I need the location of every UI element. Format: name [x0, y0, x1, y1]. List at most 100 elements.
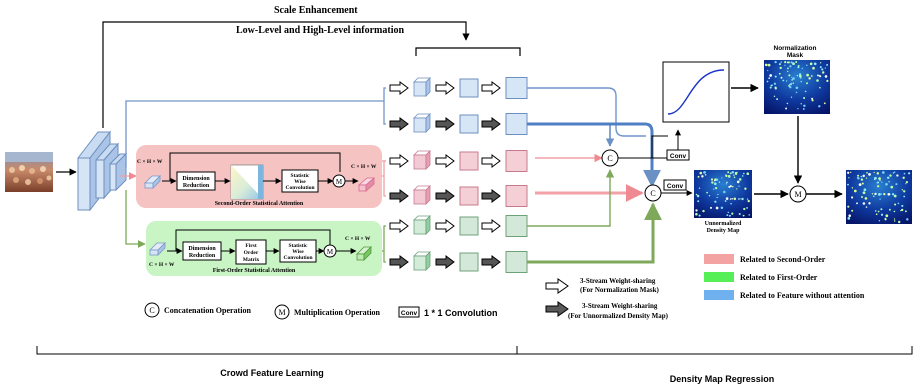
sigmoid-plot	[662, 61, 730, 123]
density-dot	[864, 197, 868, 200]
density-dot	[873, 195, 875, 198]
first-order-convolution-label: Convolution	[283, 255, 312, 261]
density-dot	[782, 79, 785, 82]
density-dot	[716, 196, 718, 199]
first-order-matrix-label: Matrix	[243, 257, 260, 263]
density-dot	[895, 183, 898, 186]
density-dot	[878, 177, 881, 180]
first-order-panel: C × H × W Dimension Reduction First Orde…	[146, 221, 382, 276]
density-dot	[901, 189, 903, 191]
density-dot	[727, 211, 730, 214]
density-dot	[695, 193, 698, 196]
density-dot	[885, 182, 888, 186]
blue-mask-cube	[413, 81, 427, 97]
density-dot	[819, 86, 821, 89]
second-order-panel: C × H × W Dimension Reduction Statistic …	[136, 145, 382, 208]
blue-density-cube	[413, 117, 427, 133]
density-dot	[819, 66, 822, 69]
density-dot	[857, 174, 860, 177]
density-dot	[731, 171, 735, 174]
normalization-mask-label-1: Normalization	[774, 45, 817, 52]
density-dot	[874, 192, 877, 196]
density-dot	[803, 104, 806, 108]
density-dot	[871, 193, 874, 195]
first-order-input-label: C × H × W	[149, 262, 175, 268]
density-dot	[778, 63, 781, 66]
density-dot	[879, 198, 881, 200]
density-dot	[789, 65, 792, 68]
density-dot	[853, 189, 857, 193]
green-mask-block-2	[505, 215, 528, 237]
density-dot	[848, 177, 850, 179]
mult-legend-icon	[274, 304, 290, 320]
density-dot	[710, 178, 714, 181]
density-dot	[792, 82, 794, 84]
final-density-map-image	[846, 170, 912, 224]
density-dot	[789, 84, 791, 86]
density-dot	[886, 176, 890, 180]
scale-enhancement-arrow	[102, 21, 470, 128]
first-order-caption: First-Order Statistical Attention	[213, 268, 296, 274]
second-order-convolution-label: Convolution	[285, 185, 314, 191]
blue-density-arrow-2	[435, 117, 455, 131]
density-dot	[713, 182, 717, 186]
density-dot	[748, 214, 750, 216]
density-dot	[902, 176, 905, 179]
density-dot	[889, 174, 892, 177]
density-dot	[873, 171, 875, 174]
second-order-caption: Second-Order Statistical Attention	[215, 201, 304, 207]
density-dot	[878, 193, 881, 196]
density-dot	[787, 67, 789, 70]
density-dot	[826, 79, 829, 83]
density-dot	[731, 197, 733, 200]
density-dot	[821, 68, 824, 71]
density-dot	[880, 213, 884, 216]
density-dot	[744, 187, 747, 190]
density-dot	[736, 180, 740, 184]
red-density-cube	[413, 189, 427, 205]
conv-box-2-label: Conv	[667, 183, 684, 190]
unnormalized-density-map-image	[694, 170, 752, 218]
dark-arrow-legend-2: (For Unnormalized Density Map)	[568, 312, 669, 320]
crowd-feature-learning-label: Crowd Feature Learning	[220, 368, 324, 378]
green-mask-arrow-2	[435, 219, 455, 233]
density-dot	[800, 80, 802, 83]
density-dot	[879, 179, 881, 182]
blue-density-block-2	[505, 113, 528, 135]
density-dot	[862, 202, 866, 205]
first-order-mult-symbol: M	[327, 248, 334, 256]
density-dot	[824, 67, 826, 69]
density-dot	[780, 61, 782, 63]
first-order-output-cube	[356, 246, 372, 261]
blue-density-block-1	[459, 114, 479, 134]
first-order-reduction-label: Reduction	[189, 253, 216, 259]
density-dot	[778, 72, 781, 75]
stream-rows	[389, 77, 528, 273]
density-dot	[729, 185, 732, 188]
density-dot	[729, 198, 732, 200]
red-density-arrow-1	[389, 189, 409, 203]
density-dot	[790, 96, 793, 98]
density-dot	[726, 214, 729, 216]
density-dot	[907, 172, 911, 175]
density-dot	[724, 200, 727, 202]
density-dot	[806, 73, 809, 77]
density-dot	[818, 74, 821, 77]
density-dot	[857, 177, 859, 179]
blue-mask-arrow-2	[435, 81, 455, 95]
operation-legend: C Concatenation Operation M Multiplicati…	[144, 302, 498, 320]
density-dot	[881, 181, 883, 183]
dark-arrow-legend-1: 3-Stream Weight-sharing	[582, 302, 658, 310]
density-map-regression-label: Density Map Regression	[670, 374, 775, 384]
legend-swatch-no-attention	[704, 290, 734, 300]
density-dot	[774, 60, 777, 64]
normalization-mask-image	[764, 60, 830, 114]
first-order-dimension-label: Dimension	[188, 246, 216, 252]
second-order-input-label: C × H × W	[137, 159, 163, 165]
density-dot	[767, 69, 769, 72]
conv-legend-icon	[398, 306, 420, 318]
density-dot	[714, 178, 717, 181]
red-mask-arrow-2	[435, 154, 455, 168]
density-dot	[885, 214, 889, 218]
density-dot	[847, 217, 851, 220]
